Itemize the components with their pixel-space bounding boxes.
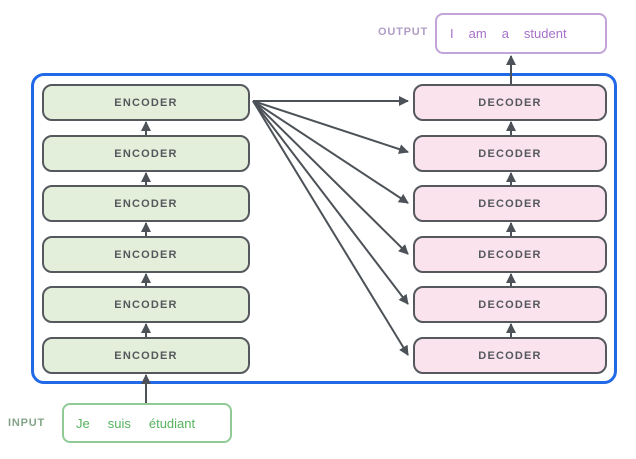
input-word: suis — [107, 415, 131, 431]
decoder-block-4: DECODER — [413, 236, 607, 273]
encoder-block-2: ENCODER — [42, 135, 250, 172]
encoder-block-3: ENCODER — [42, 185, 250, 222]
decoder-block-2: DECODER — [413, 135, 607, 172]
encoder-block-1: ENCODER — [42, 84, 250, 121]
output-word: am — [468, 26, 487, 41]
decoder-block-5: DECODER — [413, 286, 607, 323]
input-sentence-box: Je suis étudiant — [62, 403, 232, 443]
output-word: I — [450, 26, 454, 41]
output-word: a — [501, 26, 509, 41]
input-word: étudiant — [148, 415, 196, 431]
encoder-block-4: ENCODER — [42, 236, 250, 273]
output-word: student — [523, 26, 567, 41]
input-word: Je — [76, 415, 90, 431]
output-label: OUTPUT — [377, 26, 428, 38]
decoder-block-1: DECODER — [413, 84, 607, 121]
output-sentence-box: I am a student — [435, 13, 607, 54]
encoder-block-6: ENCODER — [42, 337, 250, 374]
decoder-block-6: DECODER — [413, 337, 607, 374]
decoder-block-3: DECODER — [413, 185, 607, 222]
input-label: INPUT — [8, 417, 45, 429]
encoder-block-5: ENCODER — [42, 286, 250, 323]
